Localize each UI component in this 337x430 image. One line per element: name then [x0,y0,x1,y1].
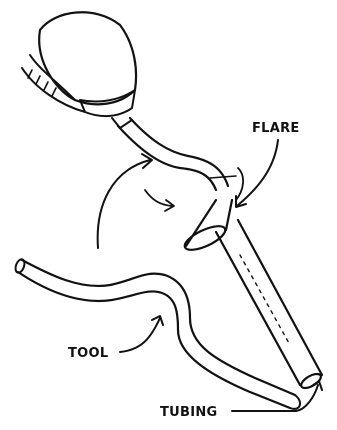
tool-leader [120,316,163,352]
tool-handle [22,12,136,128]
tubing [216,220,323,391]
tool-shaft [118,118,236,190]
tool-bar [14,258,300,409]
tubing-leader [232,381,322,411]
rotation-arrows [98,154,243,248]
flare-label: FLARE [252,121,300,136]
tubing-label: TUBING [160,405,218,420]
tool-label: TOOL [68,346,108,361]
